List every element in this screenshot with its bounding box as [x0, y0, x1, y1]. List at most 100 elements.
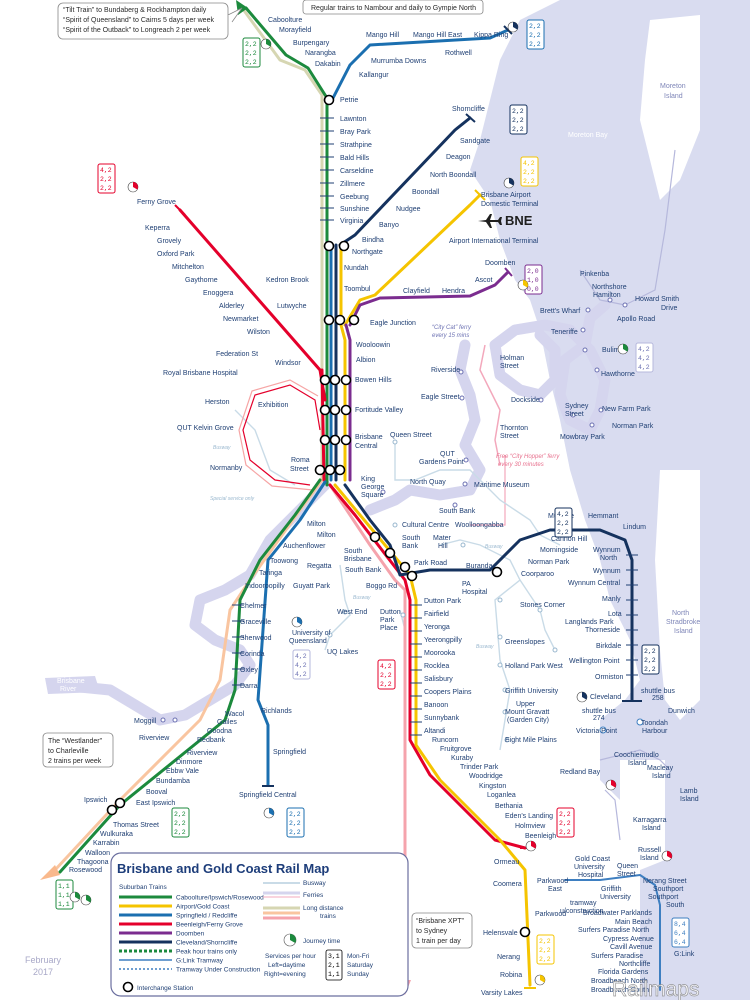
- label-rocklea: Rocklea: [424, 663, 449, 670]
- label-exhibition: Exhibition: [258, 402, 288, 409]
- label-griffith-uni: Griffith University: [505, 688, 559, 695]
- label-burpengary: Burpengary: [293, 40, 330, 47]
- frequency-value: 4,2: [295, 662, 307, 669]
- label-ebbw-vale: Ebbw Vale: [166, 768, 199, 775]
- label-kingston: Kingston: [479, 783, 506, 790]
- label-clayfield: Clayfield: [403, 288, 430, 295]
- label-lamb-2: Island: [680, 796, 699, 803]
- frequency-value: 2,2: [529, 23, 541, 30]
- label-holman-street: Holman: [500, 355, 524, 362]
- frequency-value: 2,2: [559, 811, 571, 818]
- north-stradbroke-label-3: Island: [674, 628, 693, 635]
- label-bray-park: Bray Park: [340, 129, 371, 136]
- label-gailes: Gailes: [217, 719, 237, 726]
- label-pinkenba: Pinkenba: [580, 271, 609, 278]
- busway-stops[interactable]: [327, 439, 558, 743]
- brisbane-river: [54, 299, 611, 726]
- label-sandgate: Sandgate: [460, 138, 490, 145]
- label-victoria-point: Victoria Point: [576, 728, 617, 735]
- label-alderley: Alderley: [219, 303, 245, 310]
- label-northcliffe: Northcliffe: [619, 961, 650, 968]
- label-wulkuraka: Wulkuraka: [100, 831, 133, 838]
- label-albion: Albion: [356, 357, 376, 364]
- frequency-box-springfield: 2,22,22,2: [286, 807, 305, 838]
- label-gc-university: Gold Coast: [575, 856, 610, 863]
- label-gaythorne: Gaythorne: [185, 277, 218, 284]
- label-karragarra-2: Island: [642, 825, 661, 832]
- watermark: Railmaps: [612, 978, 700, 1000]
- frequency-value: 8,4: [674, 921, 686, 928]
- label-lamb: Lamb: [680, 788, 698, 795]
- label-bowen-hills: Bowen Hills: [355, 377, 392, 384]
- label-lutwyche: Lutwyche: [277, 303, 307, 310]
- label-grovely: Grovely: [157, 238, 182, 245]
- label-king-george-3: Square: [361, 492, 384, 499]
- label-parkwood-east-2: East: [548, 886, 562, 893]
- station-labels: Caboolture Morayfield Burpengary Narangb…: [69, 17, 699, 997]
- frequency-value: 2,2: [559, 820, 571, 827]
- legend-services: Services per hour: [265, 953, 317, 960]
- label-stones-corner: Stones Corner: [520, 602, 566, 609]
- frequency-value: 4,2: [557, 511, 569, 518]
- label-eagle-street: Eagle Street: [421, 394, 460, 401]
- label-moggill: Moggill: [134, 718, 157, 725]
- frequency-value: 2,2: [539, 938, 551, 945]
- label-brisbane-central-2: Central: [355, 443, 378, 450]
- frequency-value: 2,2: [174, 820, 186, 827]
- label-bald-hills: Bald Hills: [340, 155, 370, 162]
- frequency-box-uq: 4,24,24,2: [292, 649, 311, 680]
- label-broadbeach-north: Broadbeach North: [591, 978, 648, 985]
- label-sunnybank: Sunnybank: [424, 715, 460, 722]
- journey-time-icon: [534, 974, 546, 986]
- label-upper-mt-gravatt: Upper: [516, 701, 536, 708]
- label-qut-gardens: QUT: [440, 451, 456, 458]
- legend-line-label: Beenleigh/Ferny Grove: [176, 922, 243, 929]
- station-brisbane-central-3: [340, 434, 352, 446]
- label-sydney-street: Sydney: [565, 403, 589, 410]
- label-kedron-brook: Kedron Brook: [266, 277, 309, 284]
- label-cultural-centre: Cultural Centre: [402, 522, 449, 529]
- frequency-value: 4,2: [638, 346, 650, 353]
- station-helensvale: [519, 926, 531, 938]
- journey-time-icon: [127, 181, 139, 193]
- hopper-note-2: every 30 minutes: [498, 462, 544, 468]
- label-moorooka: Moorooka: [424, 650, 455, 657]
- label-teneriffe: Teneriffe: [551, 329, 578, 336]
- frequency-value: 2,2: [539, 956, 551, 963]
- busway: [234, 409, 561, 751]
- station-park-road-1: [399, 561, 411, 573]
- hopper-note: Free “City Hopper” ferry: [496, 454, 560, 460]
- journey-time-icon: [291, 616, 303, 628]
- frequency-value: 2,2: [512, 126, 524, 133]
- label-south-bank-ferry: South Bank: [439, 508, 476, 515]
- station-buranda: [491, 566, 503, 578]
- label-doomben: Doomben: [485, 260, 515, 267]
- label-shuttle274-2: 274: [593, 715, 605, 722]
- label-north-boondall: North Boondall: [430, 172, 477, 179]
- label-queen-street-gc-2: Street: [617, 871, 636, 878]
- legend-line-label: Peak hour trains only: [176, 949, 238, 956]
- moreton-bay-water: [470, 0, 750, 1000]
- label-rothwell: Rothwell: [445, 50, 472, 57]
- regular-trains-note: Regular trains to Nambour and daily to G…: [302, 0, 484, 15]
- label-hendra: Hendra: [442, 288, 465, 295]
- ferry-stops[interactable]: [160, 297, 628, 723]
- legend-journey-time: Journey time: [303, 938, 341, 945]
- label-qut-kelvin-grove: QUT Kelvin Grove: [177, 425, 234, 432]
- frequency-value: 1,1: [58, 883, 70, 890]
- label-surfers-paradise: Surfers Paradise: [591, 953, 643, 960]
- label-ormeau: Ormeau: [494, 859, 519, 866]
- label-main-beach: Main Beach: [615, 919, 652, 926]
- station-fortitude-valley-1: [319, 404, 331, 416]
- label-howard-smith-2: Drive: [661, 305, 677, 312]
- label-cypress: Cypress Avenue: [603, 936, 654, 943]
- label-wynnum-north-2: North: [600, 555, 617, 562]
- station-roma-street-1: [314, 464, 326, 476]
- frequency-box-kippa: 2,22,22,2: [526, 19, 545, 50]
- label-toombul: Toombul: [344, 286, 371, 293]
- legend-long-distance-2: trains: [320, 913, 337, 920]
- interchange-stations[interactable]: [106, 94, 531, 938]
- station-bowen-hills-2: [329, 374, 341, 386]
- label-enoggera: Enoggera: [203, 290, 233, 297]
